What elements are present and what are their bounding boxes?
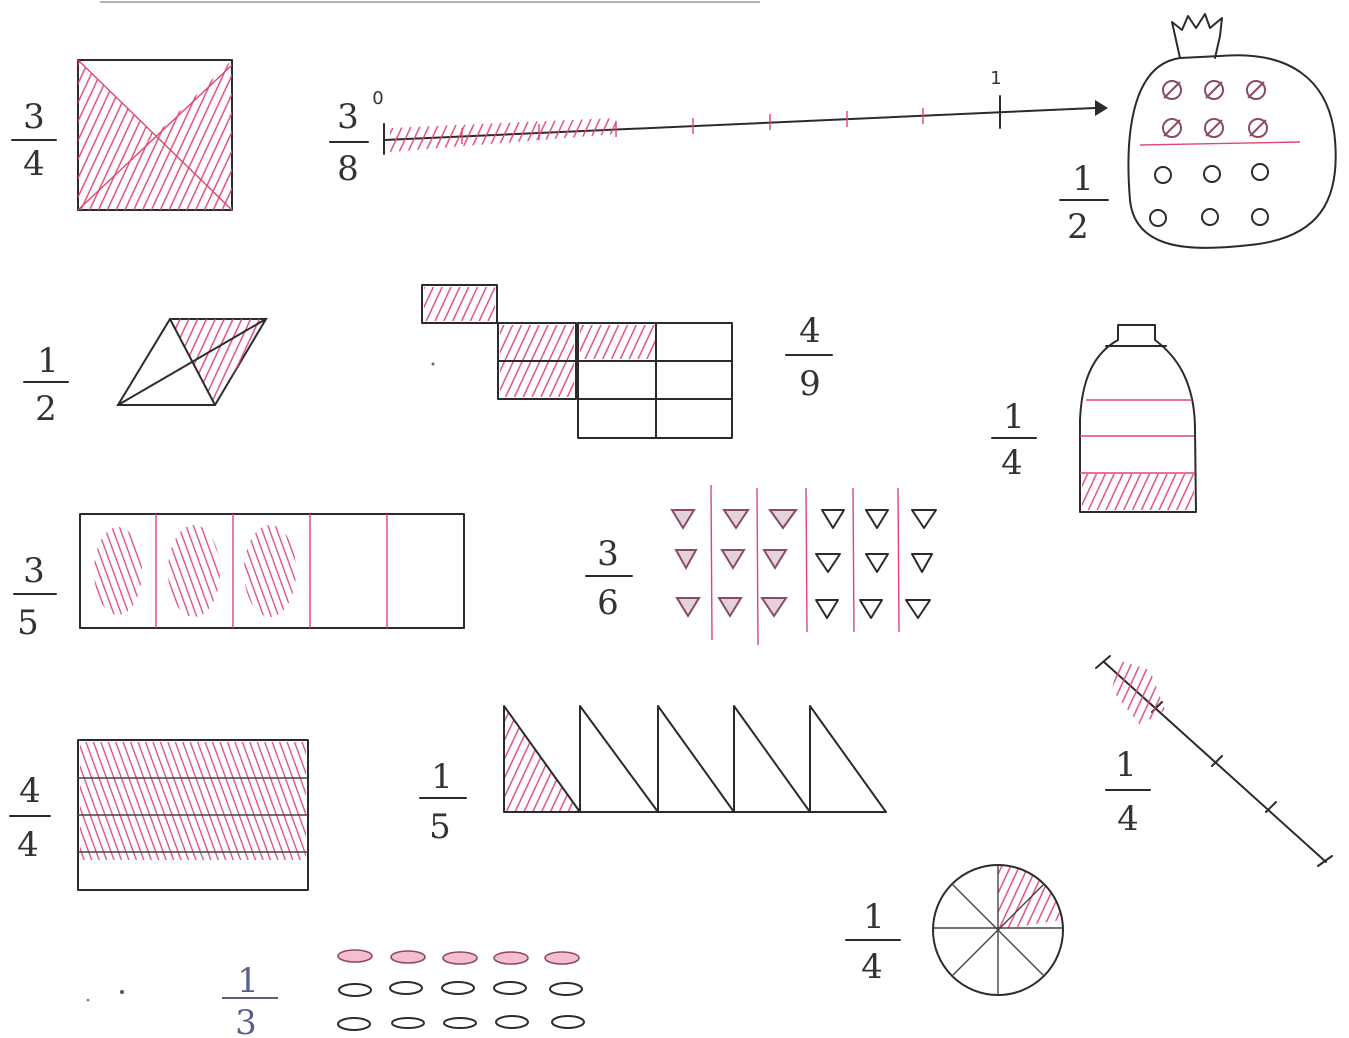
shaded-triangle-left: [78, 60, 155, 210]
fraction-4-4-rectangle: 4 4: [9, 739, 309, 891]
fraction-denominator: 8: [337, 149, 359, 189]
pencil-dot: [431, 362, 435, 366]
seed-group-unshaded: [1149, 163, 1269, 227]
fraction-denominator: 4: [861, 947, 883, 987]
fraction-numerator: 3: [23, 551, 45, 591]
fraction-denominator: 9: [799, 364, 821, 404]
shaded-triangle-bottom: [78, 135, 232, 210]
fraction-4-9-grid: 4 9: [421, 284, 833, 439]
oval-row-shaded: [337, 949, 580, 965]
triangle-grid: [670, 509, 937, 619]
fraction-denominator: 4: [23, 144, 45, 184]
fraction-denominator: 4: [17, 825, 39, 865]
segment-shaded-part: [1112, 660, 1165, 725]
pencil-dot: [86, 998, 90, 1002]
fraction-numerator: 1: [1003, 397, 1025, 437]
grid-cell-shaded: [424, 287, 495, 321]
fraction-denominator: 4: [1117, 799, 1139, 839]
fraction-numerator: 3: [23, 97, 45, 137]
fraction-3-6-triangles: 3 6: [585, 484, 937, 646]
fraction-1-4-circle: 1 4: [845, 864, 1064, 996]
fraction-denominator: 2: [35, 389, 57, 429]
fraction-numerator: 4: [19, 771, 41, 811]
fraction-numerator: 1: [1072, 159, 1094, 199]
number-line-shaded-segment: [390, 118, 616, 152]
shaded-triangle-right: [155, 60, 232, 210]
fraction-denominator: 5: [429, 807, 451, 847]
fraction-1-2-rhombus: 1 2: [23, 318, 268, 429]
fraction-numerator: 3: [337, 97, 359, 137]
oval-rows-unshaded: [337, 981, 585, 1031]
fraction-denominator: 6: [597, 583, 619, 623]
grid-cell-shaded: [580, 325, 656, 359]
fraction-1-3-ovals: 1 3: [222, 949, 585, 1038]
fraction-numerator: 1: [237, 961, 259, 1001]
number-line-end-label: 1: [990, 68, 1001, 89]
fraction-1-2-pomegranate: 1 2: [1059, 13, 1337, 249]
sawtooth-outline: [503, 705, 887, 813]
fraction-1-4-segment: 1 4: [1095, 655, 1333, 867]
fraction-3-5-strip: 3 5: [13, 513, 465, 643]
fraction-numerator: 1: [37, 341, 59, 381]
fraction-numerator: 1: [863, 897, 885, 937]
fraction-3-4-square: 3 4: [11, 59, 233, 211]
fraction-1-5-sawtooth: 1 5: [419, 705, 887, 847]
fraction-numerator: 3: [597, 534, 619, 574]
fraction-denominator: 3: [235, 1003, 257, 1038]
rectangle-shaded: [80, 742, 306, 860]
strip-outline: [79, 513, 465, 629]
pencil-dot: [120, 990, 124, 994]
fraction-3-8-number-line: 3 8 0 1: [329, 68, 1108, 189]
fraction-numerator: 4: [799, 311, 821, 351]
pomegranate-outline: [1127, 54, 1337, 249]
fraction-numerator: 1: [1115, 745, 1137, 785]
bottle-shaded-band: [1082, 474, 1194, 510]
pomegranate-crown-icon: [1171, 13, 1223, 59]
fraction-1-4-bottle: 1 4: [991, 324, 1197, 513]
seed-group-shaded: [1162, 80, 1268, 138]
fraction-denominator: 5: [17, 603, 39, 643]
number-line-start-label: 0: [372, 88, 383, 109]
fraction-denominator: 2: [1067, 207, 1089, 247]
bottle-outline: [1079, 324, 1197, 513]
fraction-numerator: 1: [431, 757, 453, 797]
number-line-arrow-icon: [1095, 100, 1108, 116]
fraction-denominator: 4: [1001, 443, 1023, 483]
